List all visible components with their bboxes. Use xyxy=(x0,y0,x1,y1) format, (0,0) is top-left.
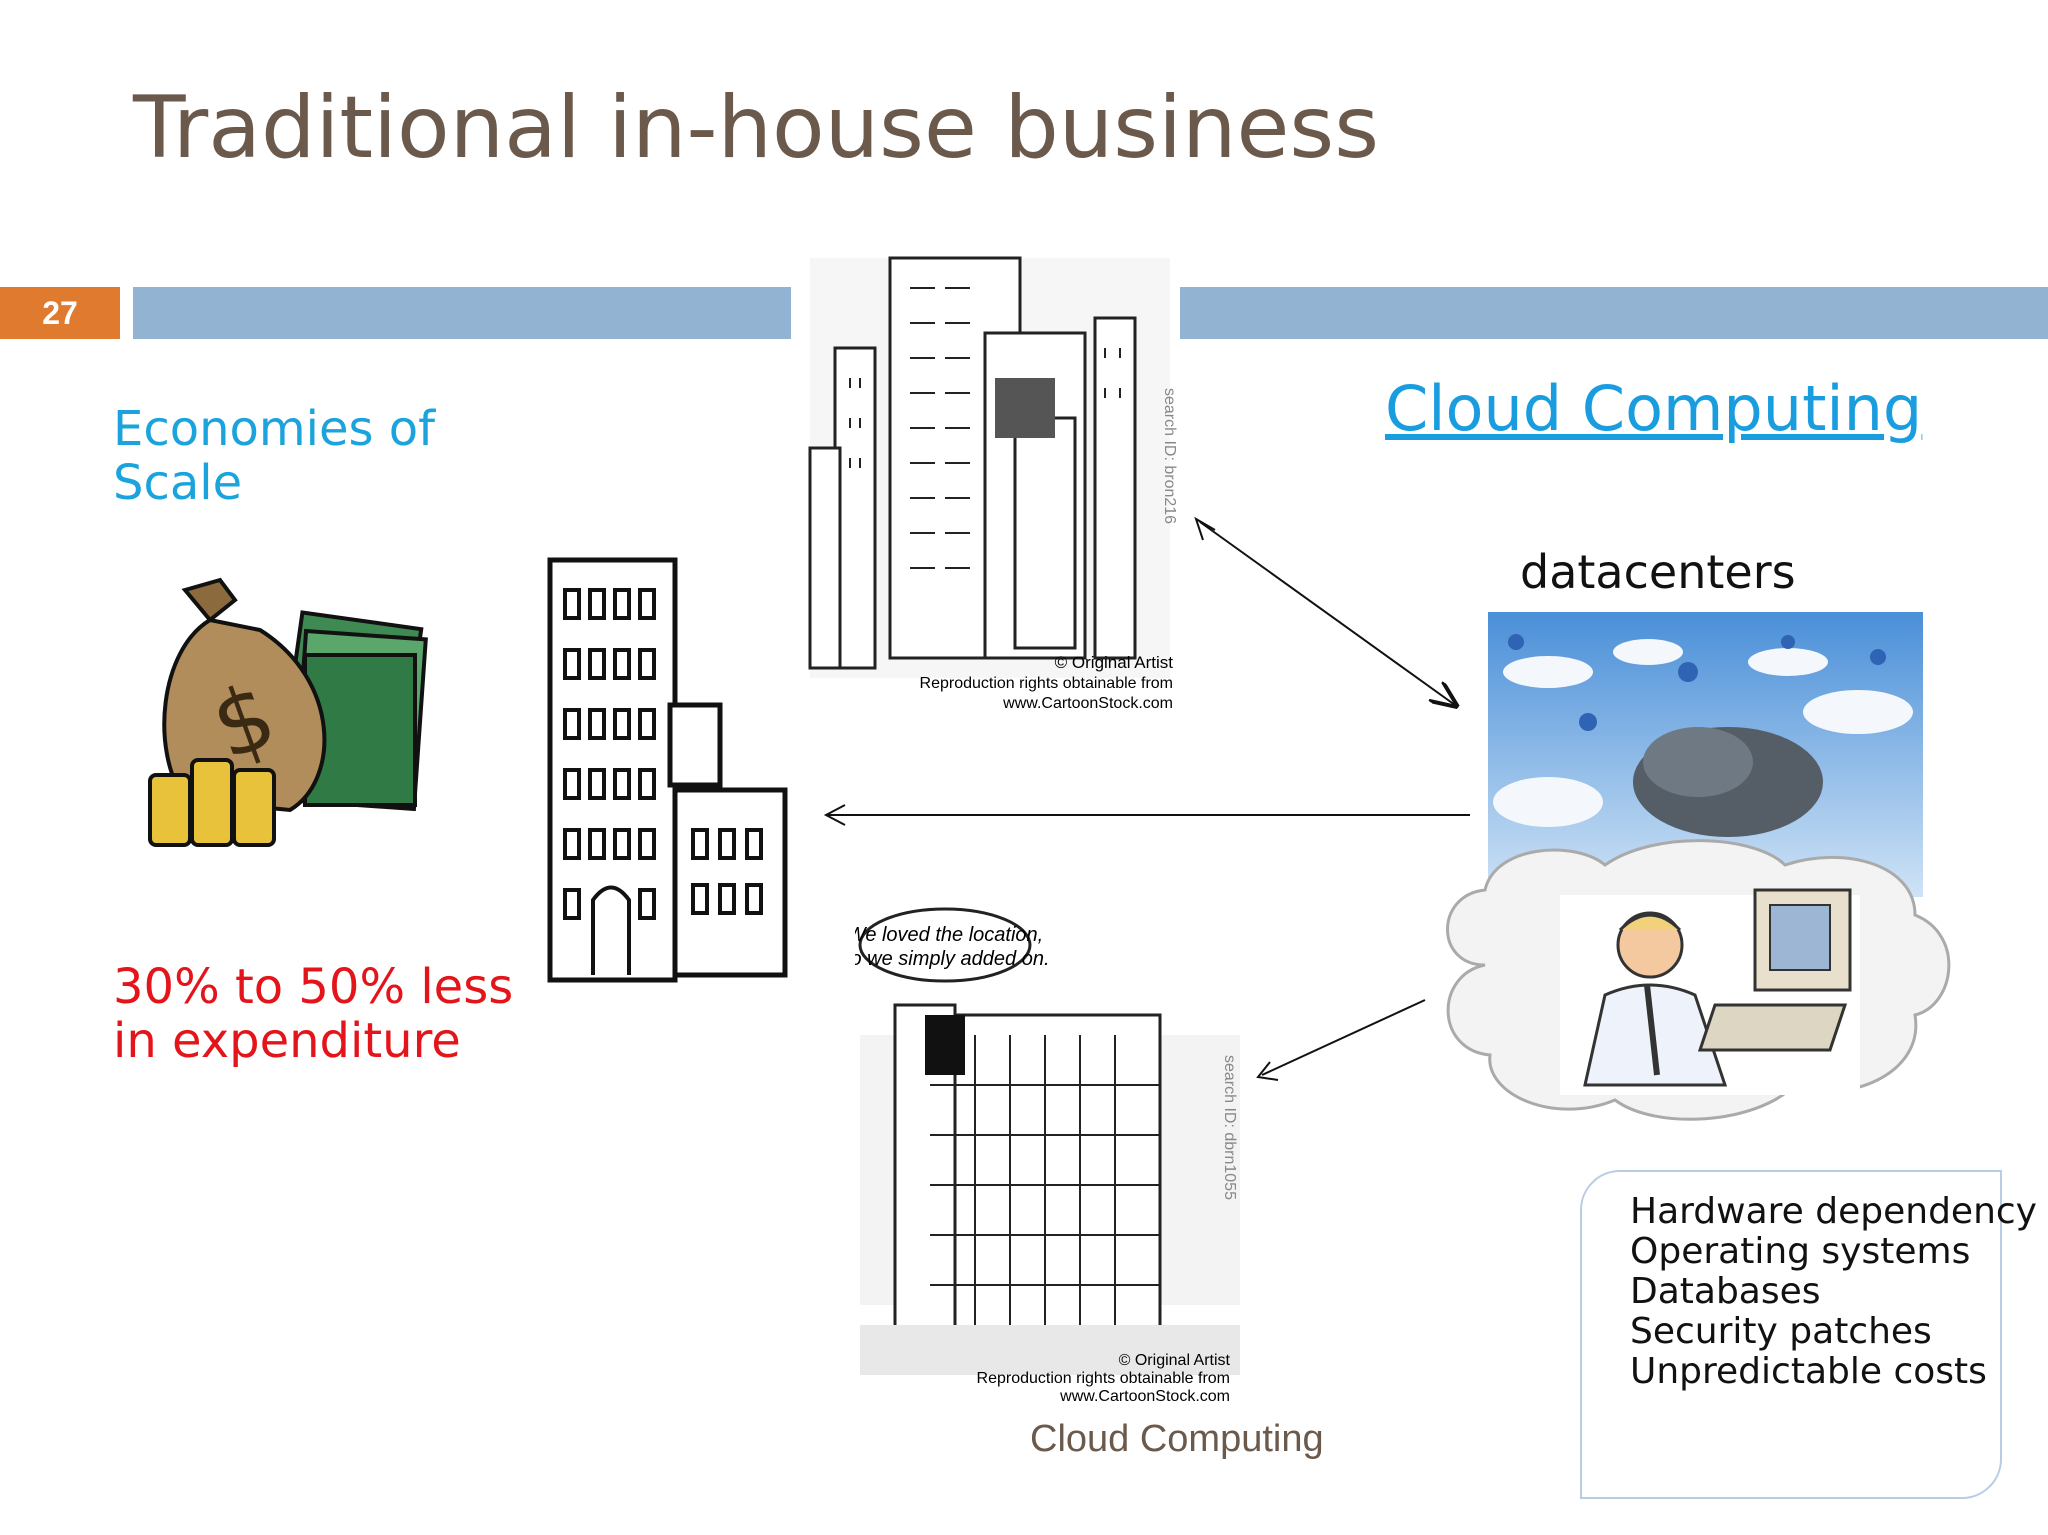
cartoon-credit-1: © Original Artist xyxy=(1119,1352,1231,1369)
person-computer-cloud-image xyxy=(1446,839,1951,1121)
heading-line-1: Economies of xyxy=(113,401,436,457)
problems-list: Hardware dependency Operating systems Da… xyxy=(1630,1192,2037,1392)
heading-line-2: Scale xyxy=(113,455,243,511)
speech-line-2: so we simply added on. xyxy=(855,948,1050,970)
cartoon-credit-3: www.CartoonStock.com xyxy=(1059,1388,1230,1405)
cartoon-search-id: search ID: dbrn1055 xyxy=(1221,1055,1238,1200)
header-rule-left xyxy=(133,287,791,339)
savings-text: 30% to 50% less in expenditure xyxy=(113,960,513,1068)
list-item: Operating systems xyxy=(1630,1231,1971,1272)
problems-list-box xyxy=(1580,1170,2002,1499)
speech-line-1: We loved the location, xyxy=(855,924,1043,946)
cartoon-credit-1: © Original Artist xyxy=(1055,653,1174,672)
city-skyline-cartoon: search ID: bron216 © Original Artist Rep… xyxy=(808,256,1178,712)
economies-of-scale-heading: Economies of Scale xyxy=(113,402,435,510)
savings-line-1: 30% to 50% less xyxy=(113,959,514,1015)
slide-number: 27 xyxy=(0,287,120,339)
cloud-computing-link[interactable]: Cloud Computing xyxy=(1385,372,1923,445)
cartoon-credit-2: Reproduction rights obtainable from xyxy=(977,1370,1230,1387)
datacenters-label: datacenters xyxy=(1520,545,1796,599)
slide-footer: Cloud Computing xyxy=(1030,1418,1324,1460)
savings-line-2: in expenditure xyxy=(113,1013,461,1069)
list-item: Databases xyxy=(1630,1271,1821,1312)
office-building-icon xyxy=(547,557,788,983)
header-rule-right xyxy=(1180,287,2048,339)
cartoon-credit-3: www.CartoonStock.com xyxy=(1002,695,1173,712)
list-item: Hardware dependency xyxy=(1630,1191,2037,1232)
cartoon-credit-2: Reproduction rights obtainable from xyxy=(920,675,1173,692)
slide-title: Traditional in-house business xyxy=(133,78,1380,178)
list-item: Security patches xyxy=(1630,1311,1932,1352)
cartoon-search-id: search ID: bron216 xyxy=(1161,388,1178,524)
building-addon-cartoon: We loved the location, so we simply adde… xyxy=(855,907,1240,1405)
list-item: Unpredictable costs xyxy=(1630,1351,1987,1392)
money-bag-icon: $ xyxy=(148,577,428,847)
